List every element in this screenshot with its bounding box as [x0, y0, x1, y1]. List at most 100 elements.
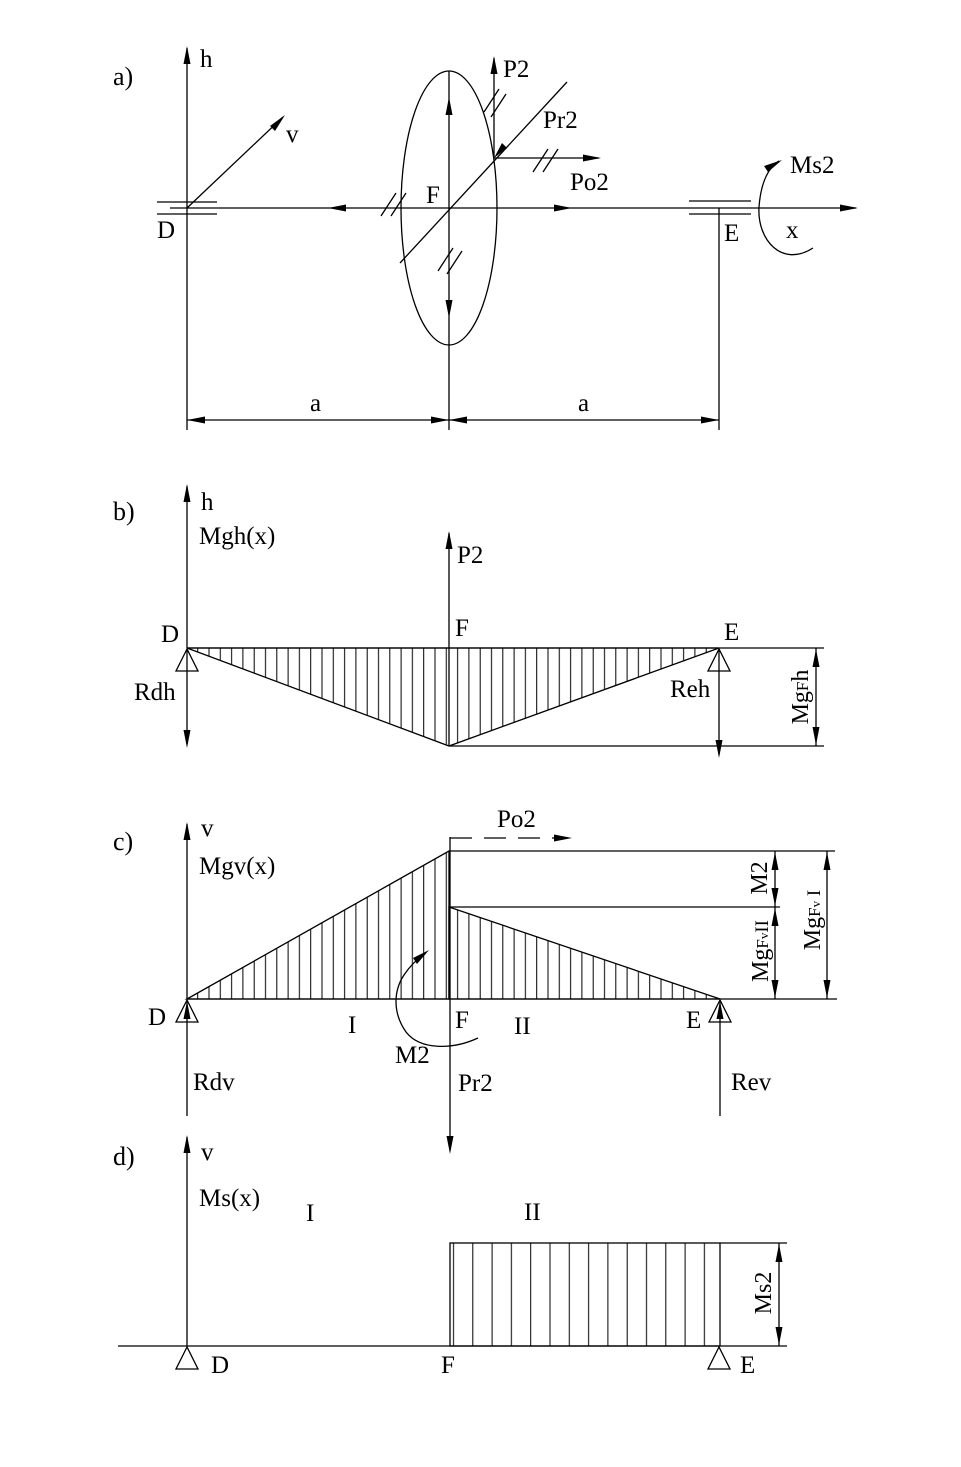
v-axis-label: v: [286, 121, 299, 148]
b-p2-label: P2: [457, 542, 483, 569]
dim-arrow-mid-left: [431, 416, 449, 424]
c-mgfv1-dimension-label: MgFv I: [800, 890, 826, 950]
panel-a-load-scheme: a) h v x D E F: [113, 46, 858, 430]
gear-upper-arrowhead: [445, 97, 453, 115]
p2-arrowhead: [490, 56, 498, 74]
gear-line-slash-marks: [437, 247, 463, 275]
ms2-label: Ms2: [790, 152, 834, 179]
b-mgfh-arrow-bottom: [812, 727, 820, 745]
c-pr2-arrowhead: [446, 1136, 454, 1154]
c-region2-label: II: [514, 1013, 531, 1040]
c-point-d-label: D: [148, 1004, 166, 1031]
pr2-force-line: [399, 81, 568, 264]
b-moment-area: [186, 647, 720, 747]
po2-label: Po2: [570, 169, 609, 196]
c-po2-label: Po2: [497, 806, 536, 833]
x-axis-arrowhead: [840, 204, 858, 212]
po2-slash-marks: [532, 148, 559, 173]
c-function-label: Mgv(x): [199, 853, 275, 880]
c-mgfv2-dim-arrow-bottom: [771, 980, 779, 998]
panel-b-tag: b): [113, 497, 135, 526]
b-reh-arrowhead: [715, 740, 723, 758]
c-mgfv1-dim-arrow-bottom: [823, 980, 831, 998]
b-mgfh-arrow-top: [812, 649, 820, 667]
bearing-d-symbol: [157, 201, 217, 215]
d-v-axis-label: v: [201, 1139, 214, 1166]
pr2-arrowhead: [494, 143, 507, 158]
dim-arrow-right: [701, 416, 719, 424]
c-m2-arc-arrowhead: [413, 950, 429, 964]
panel-d-tag: d): [113, 1142, 135, 1171]
b-function-label: Mgh(x): [199, 523, 275, 550]
d-ms2-arrow-top: [775, 1244, 783, 1262]
c-region1-label: I: [348, 1012, 356, 1039]
c-rdv-label: Rdv: [193, 1069, 235, 1096]
b-point-f-label: F: [455, 615, 469, 642]
b-point-d-label: D: [161, 621, 179, 648]
po2-arrowhead: [583, 154, 601, 162]
c-v-axis-label: v: [201, 815, 214, 842]
dim-a-left-label: a: [310, 390, 321, 417]
x-axis-label: x: [786, 217, 799, 244]
p2-slash-marks: [483, 88, 507, 118]
d-support-d-triangle: [174, 1345, 200, 1370]
dim-arrow-left: [187, 416, 205, 424]
panel-c-tag: c): [113, 827, 133, 856]
d-function-label: Ms(x): [199, 1185, 260, 1212]
d-point-d-label: D: [211, 1352, 229, 1379]
panel-b-mgh-diagram: b) h Mgh(x) D E F Rdh Reh P2 MgFh: [113, 484, 824, 758]
dim-a-right-label: a: [578, 390, 589, 417]
d-torque-area: [449, 1242, 721, 1347]
v-axis-line: [186, 116, 284, 209]
c-v-axis-arrowhead: [183, 822, 191, 840]
b-point-e-label: E: [724, 619, 739, 646]
v-axis-arrowhead: [270, 115, 285, 131]
b-rdh-label: Rdh: [134, 679, 176, 706]
c-pr2-label: Pr2: [458, 1070, 493, 1097]
d-ms2-arrow-bottom: [775, 1327, 783, 1345]
c-m2-moment-arc: [395, 953, 479, 1047]
c-rdv-arrowhead: [183, 1001, 191, 1019]
bearing-d-label: D: [157, 217, 175, 244]
c-m2-dim-arrow-top: [771, 852, 779, 870]
h-axis-label: h: [200, 46, 213, 73]
gear-center-label: F: [426, 182, 440, 209]
d-region2-label: II: [524, 1199, 541, 1226]
c-rev-label: Rev: [731, 1069, 772, 1096]
panel-a-tag: a): [113, 62, 133, 91]
c-m2-dim-arrow-bottom: [771, 888, 779, 906]
c-mgfv2-dimension-label: MgFvII: [748, 920, 774, 982]
c-rev-arrowhead: [716, 1001, 724, 1019]
d-point-f-label: F: [441, 1352, 455, 1379]
h-axis-arrowhead: [183, 46, 191, 64]
b-h-axis-arrowhead: [183, 484, 191, 502]
gear-lower-arrowhead: [445, 300, 453, 318]
dim-arrow-mid-right: [449, 416, 467, 424]
d-support-e-triangle: [706, 1345, 732, 1370]
d-point-e-label: E: [740, 1352, 755, 1379]
b-reh-label: Reh: [670, 676, 711, 703]
ms2-arrowhead: [764, 160, 782, 172]
b-h-axis-label: h: [201, 489, 214, 516]
b-p2-arrowhead: [445, 531, 453, 549]
c-region2-moment-area: [448, 906, 721, 1000]
panel-d-torque-diagram: d) v Ms(x) I II D F E Ms2: [113, 1135, 787, 1379]
axis-slash-marks: [380, 192, 407, 217]
pr2-label: Pr2: [543, 107, 578, 134]
shaft-right-direction-arrowhead: [554, 204, 572, 212]
p2-label: P2: [503, 56, 529, 83]
c-m2-label: M2: [395, 1042, 430, 1069]
bearing-e-symbol: [689, 200, 751, 215]
c-point-f-label: F: [455, 1007, 469, 1034]
c-po2-arrowhead: [554, 834, 572, 842]
c-mgfv2-dim-arrow-top: [771, 908, 779, 926]
d-ms2-dimension-label: Ms2: [751, 1272, 777, 1315]
c-mgfv1-dim-arrow-top: [823, 852, 831, 870]
d-region1-label: I: [306, 1200, 314, 1227]
panel-c-mgv-diagram: c) v Mgv(x) Po2 Pr2 F I II M2 D Rdv E: [113, 806, 837, 1154]
shaft-left-direction-arrowhead: [328, 204, 346, 212]
c-point-e-label: E: [686, 1007, 701, 1034]
b-mgfh-dimension-label: MgFh: [788, 670, 814, 725]
